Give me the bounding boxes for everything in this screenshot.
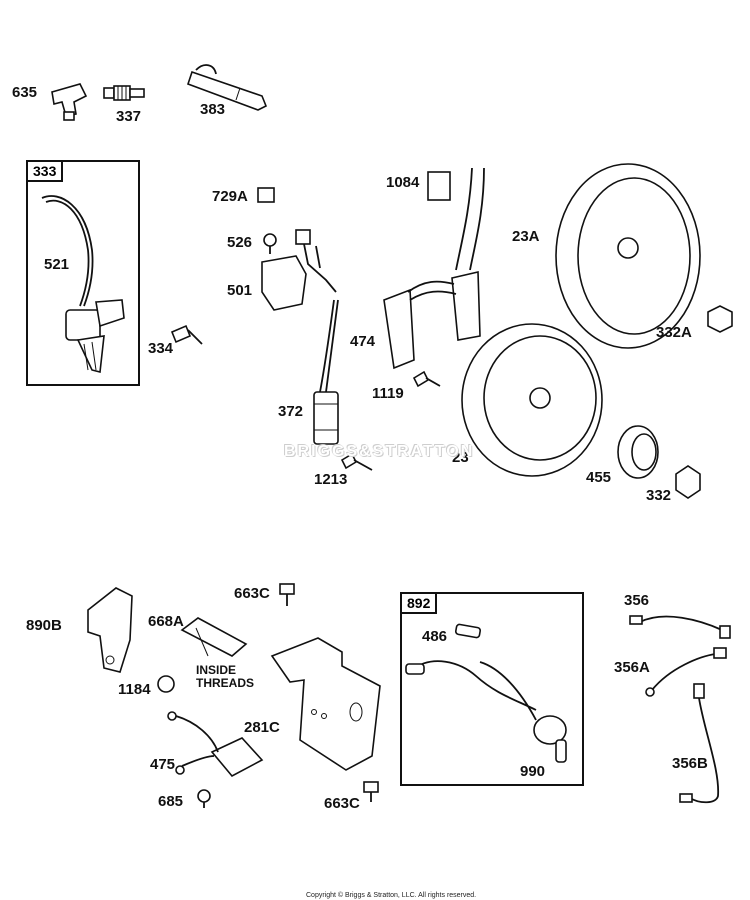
- label-475[interactable]: 475: [150, 756, 176, 773]
- label-356a[interactable]: 356A: [614, 659, 650, 676]
- part-372-drawing: [313, 299, 339, 445]
- assembly-box-333: 333: [26, 160, 140, 386]
- label-668a[interactable]: 668A: [148, 613, 184, 630]
- part-501-drawing: [261, 229, 337, 311]
- label-1184[interactable]: 1184: [118, 681, 151, 698]
- part-1119-drawing: [412, 370, 441, 388]
- copyright-text: Copyright © Briggs & Stratton, LLC. All …: [306, 892, 477, 899]
- label-521[interactable]: 521: [44, 256, 70, 273]
- part-337-drawing: [103, 85, 145, 101]
- label-663c-bottom[interactable]: 663C: [324, 795, 360, 812]
- part-333-drawing: [41, 195, 125, 373]
- part-23-drawing: [461, 323, 603, 477]
- assembly-box-892: 892: [400, 592, 584, 786]
- label-281c[interactable]: 281C: [244, 719, 280, 736]
- label-337[interactable]: 337: [116, 108, 142, 125]
- label-334[interactable]: 334: [148, 340, 174, 357]
- part-668a-drawing: [180, 617, 248, 657]
- label-526[interactable]: 526: [227, 234, 253, 251]
- label-372[interactable]: 372: [278, 403, 304, 420]
- part-486-drawing: [454, 623, 482, 639]
- label-1213[interactable]: 1213: [314, 471, 348, 488]
- label-486[interactable]: 486: [422, 628, 448, 645]
- part-990-drawing: [405, 660, 567, 763]
- part-356-drawing: [629, 615, 731, 639]
- part-663c-top-drawing: [279, 583, 295, 606]
- label-356b[interactable]: 356B: [672, 755, 708, 772]
- label-356[interactable]: 356: [624, 592, 650, 609]
- label-332[interactable]: 332: [646, 487, 672, 504]
- part-663c-bottom-drawing: [363, 781, 379, 802]
- part-356b-drawing: [679, 683, 720, 804]
- watermark: BRIGGS&STRATTON: [284, 443, 475, 460]
- label-890b[interactable]: 890B: [26, 617, 62, 634]
- part-281c-drawing: [270, 637, 381, 771]
- part-332-drawing: [675, 465, 701, 499]
- part-526-drawing: [263, 233, 277, 254]
- part-475-drawing: [167, 711, 264, 778]
- label-635[interactable]: 635: [12, 84, 38, 101]
- part-1184-drawing: [157, 675, 175, 693]
- part-332a-drawing: [707, 305, 733, 333]
- part-635-drawing: [51, 83, 88, 121]
- label-333[interactable]: 333: [26, 160, 64, 182]
- label-892[interactable]: 892: [400, 592, 438, 614]
- label-685[interactable]: 685: [158, 793, 184, 810]
- label-455[interactable]: 455: [586, 469, 612, 486]
- part-356a-drawing: [645, 647, 727, 697]
- part-334-drawing: [170, 324, 203, 345]
- part-455-drawing: [617, 425, 659, 479]
- inside-threads-leader: [195, 627, 209, 657]
- part-890b-drawing: [87, 587, 133, 673]
- part-685-drawing: [197, 789, 211, 808]
- label-1119[interactable]: 1119: [372, 385, 404, 402]
- part-1084-drawing: [427, 167, 485, 271]
- label-1084[interactable]: 1084: [386, 174, 420, 191]
- part-383-drawing: [186, 64, 268, 111]
- label-990[interactable]: 990: [520, 763, 546, 780]
- label-332a[interactable]: 332A: [656, 324, 692, 341]
- note-line-2: THREADS: [196, 676, 255, 690]
- label-23a[interactable]: 23A: [512, 228, 540, 245]
- part-729a-drawing: [257, 187, 275, 203]
- label-663c-top[interactable]: 663C: [234, 585, 270, 602]
- label-474[interactable]: 474: [350, 333, 376, 350]
- label-729a[interactable]: 729A: [212, 188, 248, 205]
- part-474-drawing: [383, 271, 481, 370]
- part-1213-drawing: [340, 452, 373, 471]
- part-23a-drawing: [555, 163, 701, 349]
- label-501[interactable]: 501: [227, 282, 253, 299]
- label-383[interactable]: 383: [200, 101, 226, 118]
- note-line-1: INSIDE: [196, 663, 237, 677]
- inside-threads-note: INSIDE THREADS: [196, 664, 254, 690]
- label-23[interactable]: 23: [452, 449, 469, 466]
